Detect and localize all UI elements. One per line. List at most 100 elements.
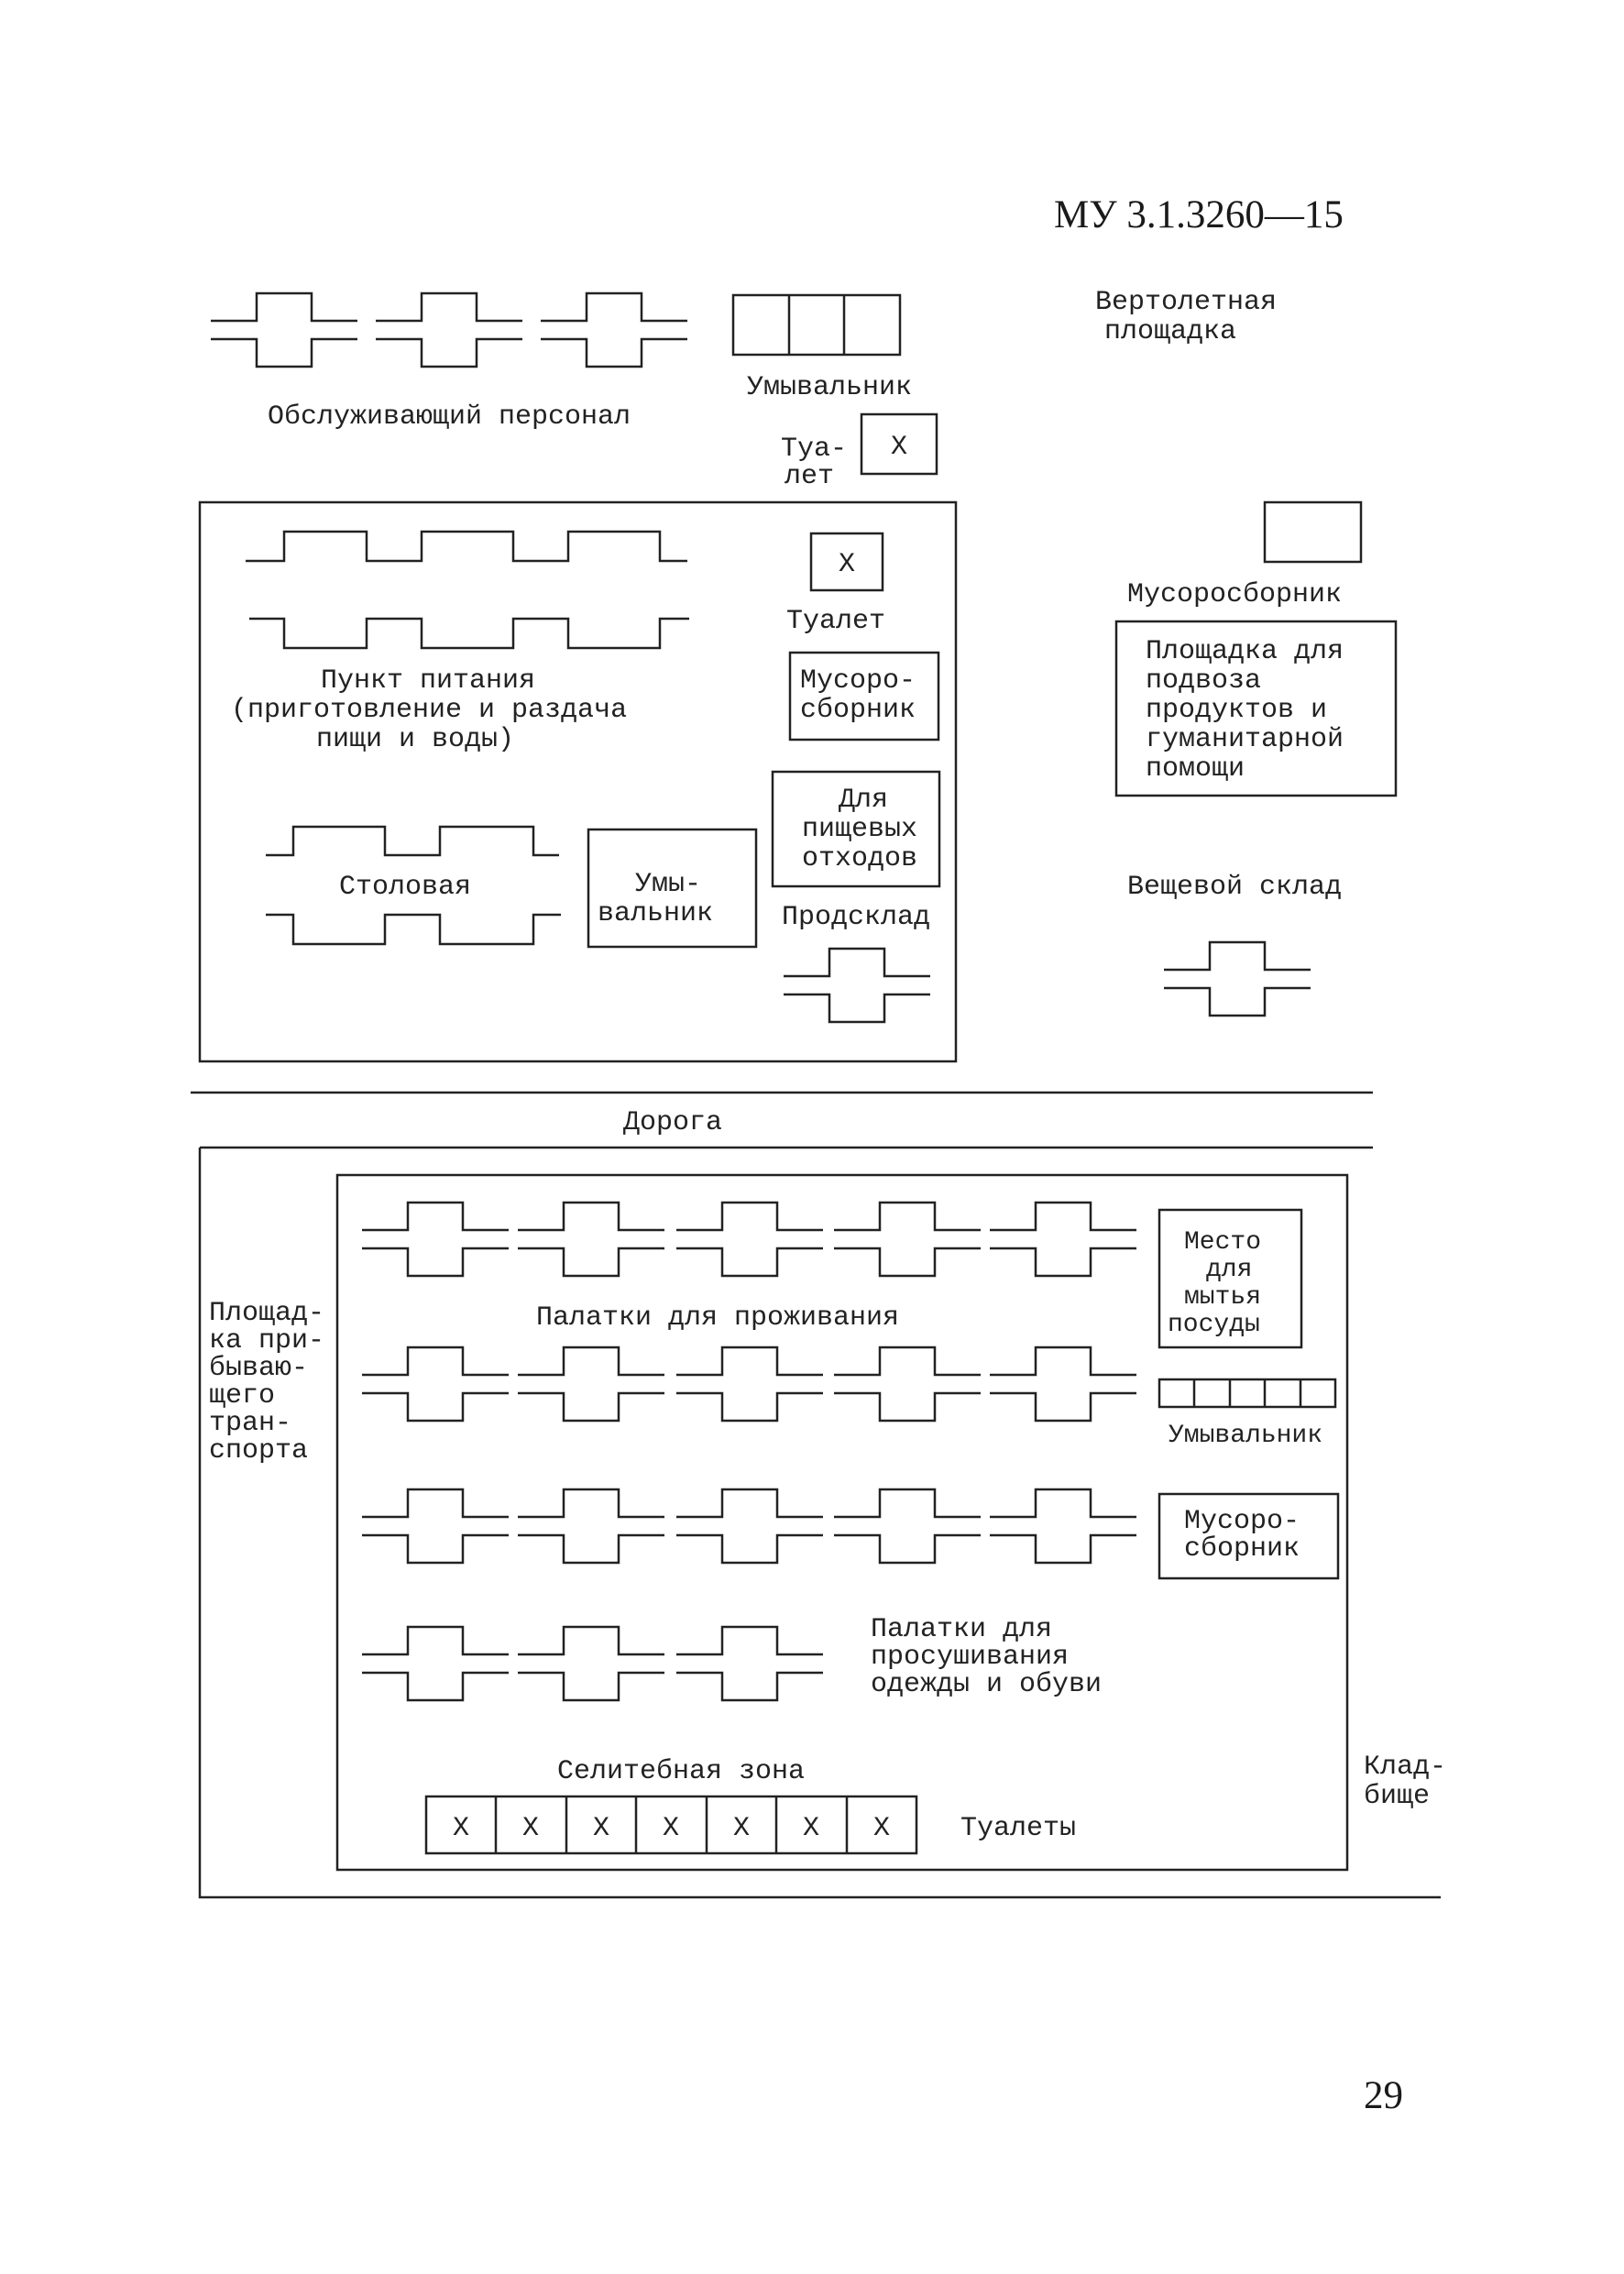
garbage-bin-right-label: Мусоросборник <box>1127 579 1342 610</box>
toilet-staff-box <box>860 412 938 476</box>
food-waste-label: пищевых <box>802 814 917 845</box>
supply-area-box <box>1114 620 1398 797</box>
food-point-label: Пункт питания <box>321 665 535 697</box>
toilet-mark: X <box>522 1813 539 1844</box>
washbasin-staff-box <box>731 293 902 357</box>
garbage-residential-box <box>1158 1492 1340 1580</box>
supply-area-label: гуманитарной <box>1146 724 1344 755</box>
food-block-border <box>198 500 958 1063</box>
transport-area-label: щего <box>209 1380 275 1412</box>
clothes-store-tent <box>1162 940 1312 1017</box>
garbage-food-label: сборник <box>800 695 916 726</box>
document-code: МУ 3.1.3260—15 <box>1054 193 1344 236</box>
toilets-row-box <box>424 1795 918 1855</box>
living-tent <box>832 1488 982 1565</box>
road-label: Дорога <box>623 1107 722 1138</box>
supply-area-label: подвоза <box>1146 665 1261 697</box>
garbage-bin-right-box <box>1263 500 1363 564</box>
dishwashing-box <box>1158 1208 1303 1349</box>
living-tent <box>360 1488 510 1565</box>
drying-tent <box>360 1625 510 1702</box>
staff-tent <box>374 291 524 368</box>
food-waste-box <box>771 770 941 888</box>
living-tent <box>988 1346 1138 1423</box>
living-tent <box>988 1488 1138 1565</box>
transport-area-label: Площад- <box>209 1298 324 1329</box>
garbage-food-label: Мусоро- <box>800 665 916 697</box>
washbasin-staff-label: Умывальник <box>747 372 912 403</box>
transport-area-label: спорта <box>209 1435 308 1467</box>
toilet-food-box <box>809 532 884 592</box>
helipad-label: Вертолетная <box>1095 287 1277 318</box>
food-waste-label: отходов <box>802 843 917 874</box>
supply-area-label: помощи <box>1146 753 1245 785</box>
canteen-label: Столовая <box>339 872 471 903</box>
living-tent <box>675 1488 825 1565</box>
toilet-mark: X <box>593 1813 609 1844</box>
toilet-mark: X <box>733 1813 750 1844</box>
food-point-kitchen <box>246 530 689 650</box>
staff-tent <box>209 291 359 368</box>
living-tent <box>832 1346 982 1423</box>
toilet-staff-label: лет <box>785 461 834 492</box>
garbage-residential-label: Мусоро- <box>1184 1506 1300 1537</box>
food-store-tent <box>782 947 932 1024</box>
cemetery-label: бище <box>1364 1781 1430 1812</box>
dishwashing-label: для <box>1206 1256 1252 1284</box>
toilet-mark: X <box>453 1813 469 1844</box>
dishwashing-label: мытья <box>1184 1283 1261 1312</box>
drying-tent <box>516 1625 666 1702</box>
living-tent <box>360 1346 510 1423</box>
drying-tent <box>675 1625 825 1702</box>
washbasin-residential-label: Умывальник <box>1169 1422 1322 1450</box>
toilet-staff-label: Туа- <box>781 434 847 465</box>
drying-tents-label: Палатки для <box>871 1614 1052 1645</box>
cemetery-label: Клад- <box>1364 1752 1446 1783</box>
dishwashing-label: Место <box>1184 1228 1261 1257</box>
washbasin-food-label: вальник <box>598 898 713 929</box>
staff-label: Обслуживающий персонал <box>268 401 631 433</box>
residential-area-border <box>198 1148 1441 1899</box>
food-waste-label: Для <box>839 785 888 816</box>
transport-area-label: ка при- <box>209 1325 324 1357</box>
drying-tents-label: одежды и обуви <box>871 1669 1102 1700</box>
living-tent <box>675 1346 825 1423</box>
transport-area-label: бываю- <box>209 1353 308 1384</box>
staff-tent <box>539 291 689 368</box>
living-tent <box>516 1346 666 1423</box>
living-tents-label: Палатки для проживания <box>536 1302 899 1334</box>
toilet-mark: X <box>891 432 907 463</box>
page-number: 29 <box>1364 2074 1403 2117</box>
food-store-label: Продсклад <box>782 902 930 933</box>
living-tent <box>675 1201 825 1278</box>
helipad-label: площадка <box>1104 316 1236 347</box>
toilet-mark: X <box>839 549 855 580</box>
clothes-store-label: Вещевой склад <box>1127 872 1342 903</box>
living-tent <box>832 1201 982 1278</box>
residential-zone-label: Селитебная зона <box>557 1756 805 1787</box>
dishwashing-label: посуды <box>1168 1311 1260 1339</box>
living-tent <box>360 1201 510 1278</box>
living-tent <box>516 1201 666 1278</box>
toilet-mark: X <box>873 1813 890 1844</box>
supply-area-label: продуктов и <box>1146 695 1327 726</box>
canteen-tent <box>266 825 561 946</box>
toilet-mark: X <box>663 1813 679 1844</box>
toilet-mark: X <box>803 1813 819 1844</box>
transport-area-label: тран- <box>209 1408 291 1439</box>
toilets-label: Туалеты <box>960 1813 1076 1844</box>
washbasin-food-box <box>587 828 758 949</box>
drying-tents-label: просушивания <box>871 1642 1069 1673</box>
washbasin-residential-box <box>1158 1378 1337 1409</box>
toilet-food-label: Туалет <box>786 606 885 637</box>
food-point-label: пищи и воды) <box>316 724 514 755</box>
garbage-residential-label: сборник <box>1184 1533 1300 1565</box>
living-tent <box>516 1488 666 1565</box>
residential-zone-border <box>335 1173 1349 1872</box>
supply-area-label: Площадка для <box>1146 636 1344 667</box>
food-point-label: (приготовление и раздача <box>231 695 627 726</box>
garbage-food-box <box>788 651 940 742</box>
washbasin-food-label: Умы- <box>635 869 701 900</box>
living-tent <box>988 1201 1138 1278</box>
